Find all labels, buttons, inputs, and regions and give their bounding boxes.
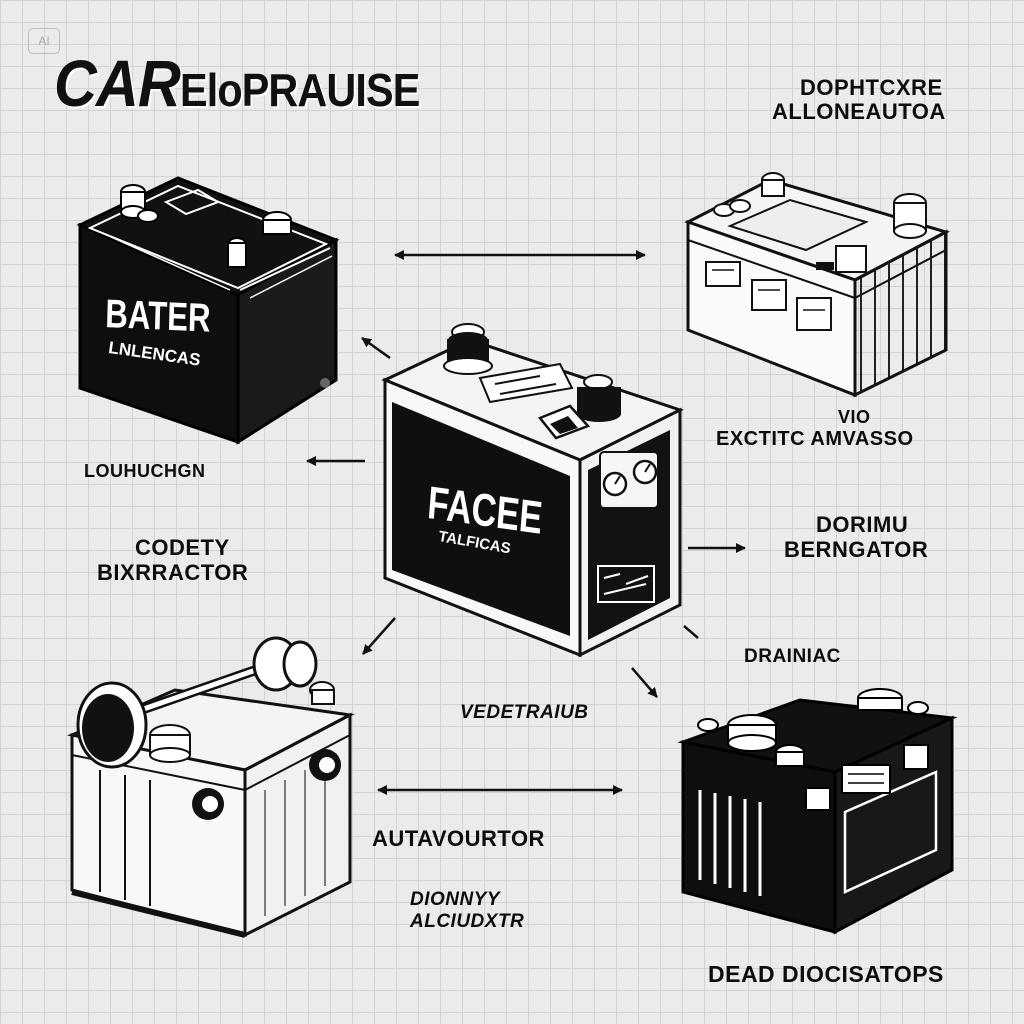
- label-codety-2: BIXRRACTOR: [97, 560, 249, 585]
- arrow-small-tick: [683, 625, 699, 639]
- label-dead: DEAD DIOCISATOPS: [708, 961, 944, 987]
- battery-center: [381, 323, 684, 658]
- battery-top-left: [76, 176, 340, 445]
- arrow-down-left: [362, 617, 396, 655]
- battery-bottom-right: [677, 688, 958, 935]
- title-part-1: CAR: [54, 46, 181, 120]
- label-codety-1: CODETY: [135, 535, 230, 560]
- arrow-to-top-left: [361, 336, 391, 360]
- arrows: [306, 250, 746, 795]
- title-part-2: EloPRAUISE: [180, 64, 420, 116]
- label-autavourtor: AUTAVOURTOR: [372, 826, 545, 851]
- label-top-right-1: DOPHTCXRE: [800, 75, 943, 100]
- label-dorimu-2: BERNGATOR: [784, 537, 929, 562]
- label-dionnyy-2: ALCIUDXTR: [410, 911, 525, 932]
- label-drainiac: DRAINIAC: [744, 646, 841, 667]
- ai-badge: AI: [28, 28, 60, 54]
- arrow-down-right: [631, 667, 658, 698]
- battery-bottom-left: [67, 636, 355, 938]
- label-vio-1: VIO: [838, 407, 871, 427]
- label-left-mid: LOUHUCHGN: [84, 461, 206, 481]
- page-title: CAREloPRAUISE: [54, 50, 420, 117]
- battery-top-left-label: BATER: [104, 292, 212, 341]
- label-dorimu-1: DORIMU: [816, 512, 909, 537]
- battery-top-right: [684, 172, 950, 398]
- label-vedetraiub: VEDETRAIUB: [460, 702, 589, 723]
- label-dionnyy-1: DIONNYY: [410, 889, 501, 910]
- label-vio-2: EXCTITC AMVASSO: [716, 428, 914, 450]
- label-top-right-2: ALLONEAUTOA: [772, 99, 946, 124]
